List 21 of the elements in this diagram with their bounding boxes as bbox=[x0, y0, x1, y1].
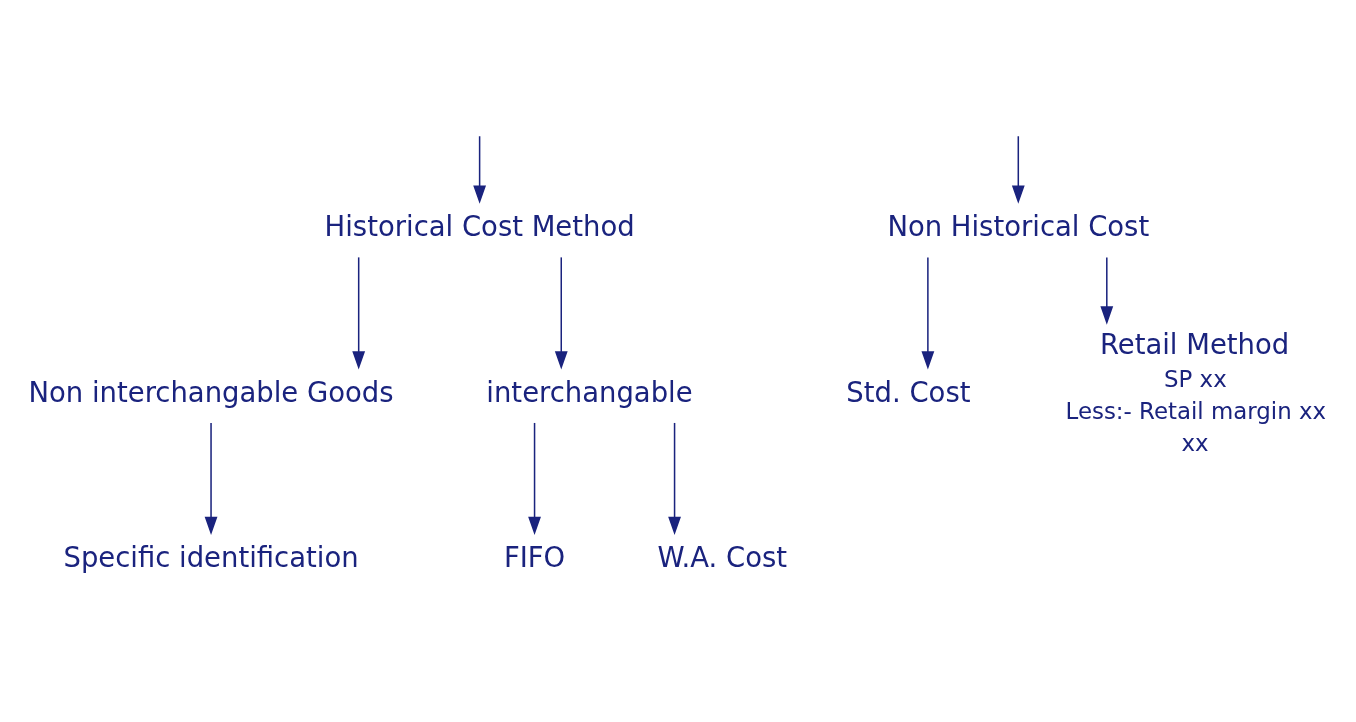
node-text: interchangable bbox=[486, 376, 693, 408]
node-text: W.A. Cost bbox=[657, 541, 788, 573]
node-text: Historical Cost Method bbox=[324, 210, 635, 242]
node-label: Less:- Retail margin xx bbox=[1065, 397, 1327, 424]
node-label: xx bbox=[1181, 429, 1209, 456]
node-text: Retail Method bbox=[1099, 328, 1290, 360]
arrow bbox=[473, 135, 487, 204]
node-text: Std. Cost bbox=[846, 376, 971, 408]
arrow bbox=[1100, 256, 1114, 325]
node-label: SP xx bbox=[1164, 365, 1227, 392]
node-text: Non Historical Cost bbox=[887, 210, 1150, 242]
arrow bbox=[352, 256, 366, 369]
arrow bbox=[554, 256, 568, 369]
arrow bbox=[921, 256, 935, 369]
node-text: Non interchangable Goods bbox=[28, 376, 394, 408]
arrow bbox=[668, 421, 681, 535]
node-text: FIFO bbox=[503, 541, 566, 573]
node-text: Specific identification bbox=[63, 541, 359, 573]
arrow bbox=[1011, 135, 1025, 204]
arrow bbox=[528, 421, 541, 535]
arrow bbox=[204, 421, 218, 535]
